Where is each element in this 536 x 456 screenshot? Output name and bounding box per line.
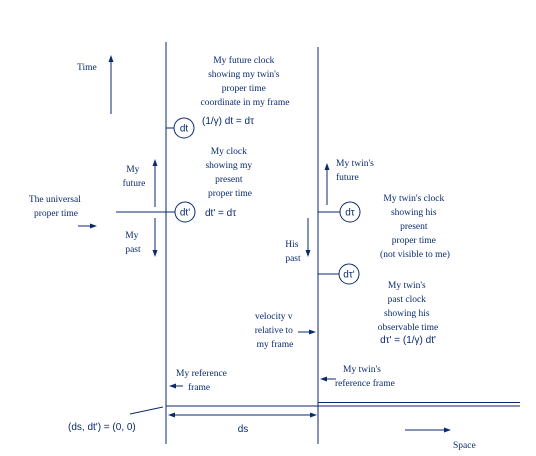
twin-ref-arrowhead xyxy=(320,376,327,382)
twin-past-clock-symbol: dτ' xyxy=(343,270,355,281)
my-past-label: My past xyxy=(125,231,141,255)
universal-arrowhead xyxy=(90,223,97,229)
space-axis-arrowhead xyxy=(444,427,451,433)
present-clock-symbol: dt' xyxy=(180,208,190,219)
my-past-arrowhead xyxy=(152,250,158,257)
my-reference-frame-label: My reference frame xyxy=(176,368,229,393)
twin-past-clock-formula: dτ' = (1/γ) dt' xyxy=(380,335,436,346)
ds-label: ds xyxy=(238,424,249,435)
future-clock-formula: (1/γ) dt = dτ xyxy=(202,116,254,127)
future-clock-symbol: dt xyxy=(180,124,189,135)
twin-present-clock-circle xyxy=(339,201,361,223)
twins-past-clock-label: My twin's past clock showing his observa… xyxy=(378,281,438,333)
his-past-label: His past xyxy=(285,240,301,264)
twins-future-arrowhead xyxy=(324,163,330,170)
velocity-arrowhead xyxy=(309,329,316,335)
my-clock-label: My clock showing my present proper time xyxy=(205,147,254,199)
twins-clock-label: My twin's clock showing his present prop… xyxy=(380,194,450,260)
time-axis-arrowhead xyxy=(108,55,114,62)
origin-label: (ds, dt') = (0, 0) xyxy=(68,422,136,433)
future-clock-circle xyxy=(173,117,195,139)
my-ref-arrowhead xyxy=(169,383,176,389)
ds-arrowhead-right xyxy=(310,412,317,418)
space-axis-label: Space xyxy=(453,441,476,451)
present-clock-circle xyxy=(174,201,196,223)
my-future-arrowhead xyxy=(152,159,158,166)
universal-proper-time-label: The universal proper time xyxy=(29,195,83,219)
his-past-arrowhead xyxy=(305,250,311,257)
velocity-label: velocity v relative to my frame xyxy=(255,312,296,350)
present-clock-formula: dt' = dτ xyxy=(205,208,236,219)
my-future-clock-label: My future clock showing my twin's proper… xyxy=(201,55,290,108)
origin-pointer xyxy=(129,406,164,415)
ds-arrowhead-left xyxy=(168,412,175,418)
time-axis-label: Time xyxy=(77,63,97,73)
twins-future-label: My twin's future xyxy=(336,159,376,183)
my-future-label: My future xyxy=(123,165,146,189)
twin-past-clock-circle xyxy=(338,263,360,285)
twins-reference-frame-label: My twin's reference frame xyxy=(335,365,395,389)
twin-present-clock-symbol: dτ xyxy=(345,208,355,219)
